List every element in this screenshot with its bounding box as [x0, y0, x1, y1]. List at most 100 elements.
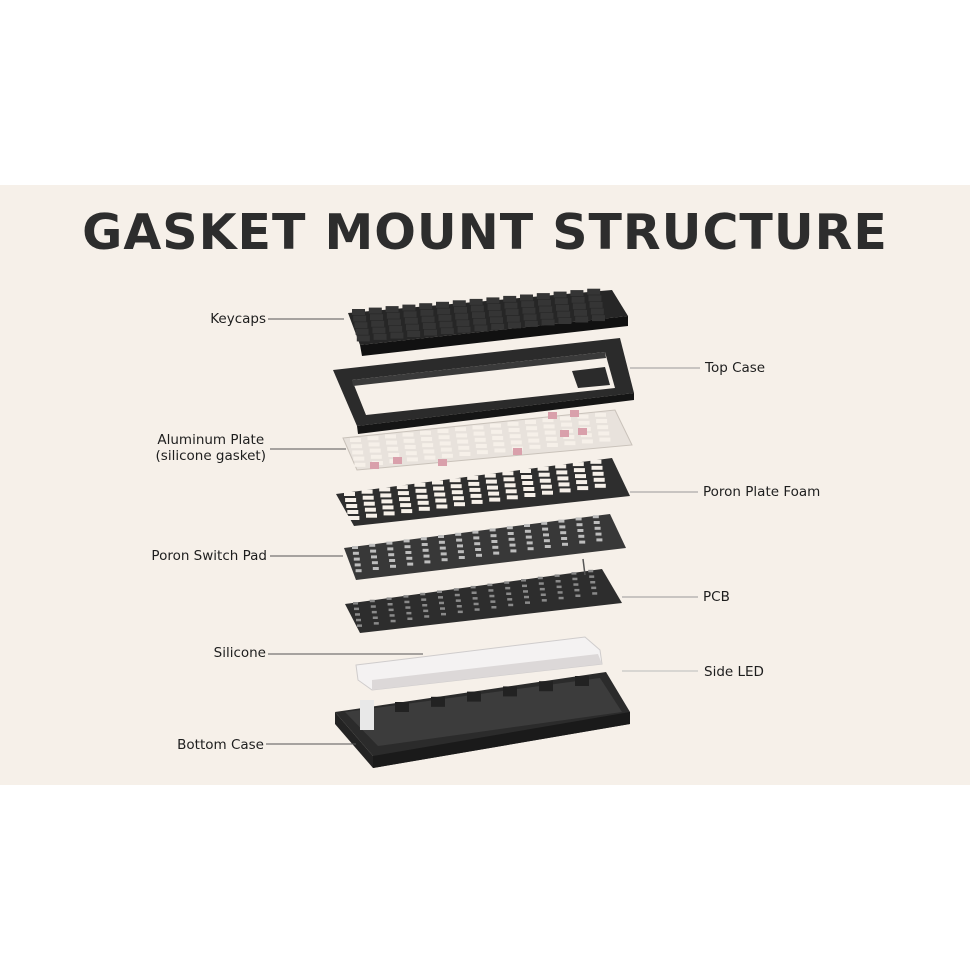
plate-hole — [371, 455, 382, 459]
foam-hole — [595, 484, 606, 488]
plate-hole — [528, 439, 539, 443]
pcb-dot — [406, 612, 411, 615]
switch-pad-dot — [457, 544, 463, 547]
pcb-dot — [590, 581, 595, 584]
keycap — [506, 309, 519, 315]
pcb-dot — [354, 608, 359, 611]
keycap — [591, 309, 604, 315]
switch-pad-dot — [560, 531, 566, 534]
switch-pad-dot — [509, 538, 515, 541]
plate-hole — [420, 431, 431, 435]
switch-pad-dot — [596, 538, 602, 541]
pcb-dot — [357, 624, 362, 627]
foam-hole — [399, 497, 410, 501]
pcb-dot — [504, 581, 509, 584]
keycap — [440, 322, 453, 328]
foam-hole — [400, 503, 411, 507]
pcb-dot — [523, 590, 528, 593]
switch-pad-dot — [423, 549, 429, 552]
keycap — [390, 333, 403, 339]
plate-hole — [385, 434, 396, 438]
switch-pad-dot — [407, 563, 413, 566]
pcb-dot — [371, 605, 376, 608]
switch-pad-dot — [458, 550, 464, 553]
switch-pad-dot — [356, 569, 362, 572]
plate-hole — [350, 438, 361, 442]
plate-hole — [598, 431, 609, 435]
keycap — [588, 295, 601, 301]
plate-hole — [456, 433, 467, 437]
switch-pad-dot — [404, 539, 410, 542]
pcb-dot — [539, 582, 544, 585]
foam-hole — [559, 482, 570, 486]
label-pcb: PCB — [703, 589, 730, 605]
switch-pad-dot — [493, 552, 499, 555]
pcb-dot — [521, 579, 526, 582]
foam-hole — [381, 499, 392, 503]
foam-hole — [467, 476, 478, 480]
foam-hole — [384, 511, 395, 515]
pcb-dot — [588, 570, 593, 573]
switch-pad-dot — [541, 522, 547, 525]
pcb-dot — [490, 600, 495, 603]
keycap — [471, 306, 484, 312]
foam-hole — [541, 485, 552, 489]
plate-hole — [405, 445, 416, 449]
pcb-dot — [387, 597, 392, 600]
pcb-dot — [524, 596, 529, 599]
plate-hole — [353, 457, 364, 461]
keycap — [424, 330, 437, 336]
switch-pad-dot — [370, 550, 376, 553]
keycap — [389, 326, 402, 332]
pcb-dot — [420, 593, 425, 596]
plate-hole — [406, 451, 417, 455]
plate-hole — [494, 448, 505, 452]
plate-hole — [596, 419, 607, 423]
switch-pad-dot — [562, 543, 568, 546]
pcb-dot — [389, 609, 394, 612]
plate-hole — [459, 452, 470, 456]
foam-hole — [344, 492, 355, 496]
pcb-dot — [388, 603, 393, 606]
keycap — [539, 306, 552, 312]
keycap — [438, 315, 451, 321]
foam-hole — [521, 475, 532, 479]
keycap — [474, 325, 487, 331]
switch-pad-dot — [473, 536, 479, 539]
foam-hole — [433, 487, 444, 491]
keycap — [558, 318, 571, 324]
switch-pad-dot — [441, 552, 447, 555]
switch-pad-dot — [525, 530, 531, 533]
plate-hole — [387, 447, 398, 451]
keycap — [491, 324, 504, 330]
switch-pad-dot — [387, 547, 393, 550]
foam-hole — [505, 483, 516, 487]
plate-hole — [441, 448, 452, 452]
keycap — [525, 321, 538, 327]
pcb-dot — [437, 591, 442, 594]
switch-pad-dot — [577, 529, 583, 532]
plate-hole — [475, 438, 486, 442]
foam-hole — [522, 481, 533, 485]
plate-hole — [490, 424, 501, 428]
pcb-dot — [441, 613, 446, 616]
silicone-gasket — [570, 410, 579, 417]
pcb-dot — [456, 599, 461, 602]
switch-pad-dot — [386, 542, 392, 545]
keycap — [370, 314, 383, 320]
foam-hole — [434, 493, 445, 497]
pcb-dot — [522, 585, 527, 588]
bottom-case-rib — [503, 686, 517, 696]
foam-hole — [523, 487, 534, 491]
foam-hole — [401, 509, 412, 513]
pcb-dot — [505, 587, 510, 590]
plate-hole — [352, 450, 363, 454]
switch-pad-dot — [579, 541, 585, 544]
keycap — [441, 328, 454, 334]
bottom-case-rib — [467, 692, 481, 702]
switch-pad-dot — [371, 555, 377, 558]
plate-hole — [421, 437, 432, 441]
label-side-led: Side LED — [704, 664, 764, 680]
pcb-dot — [542, 599, 547, 602]
